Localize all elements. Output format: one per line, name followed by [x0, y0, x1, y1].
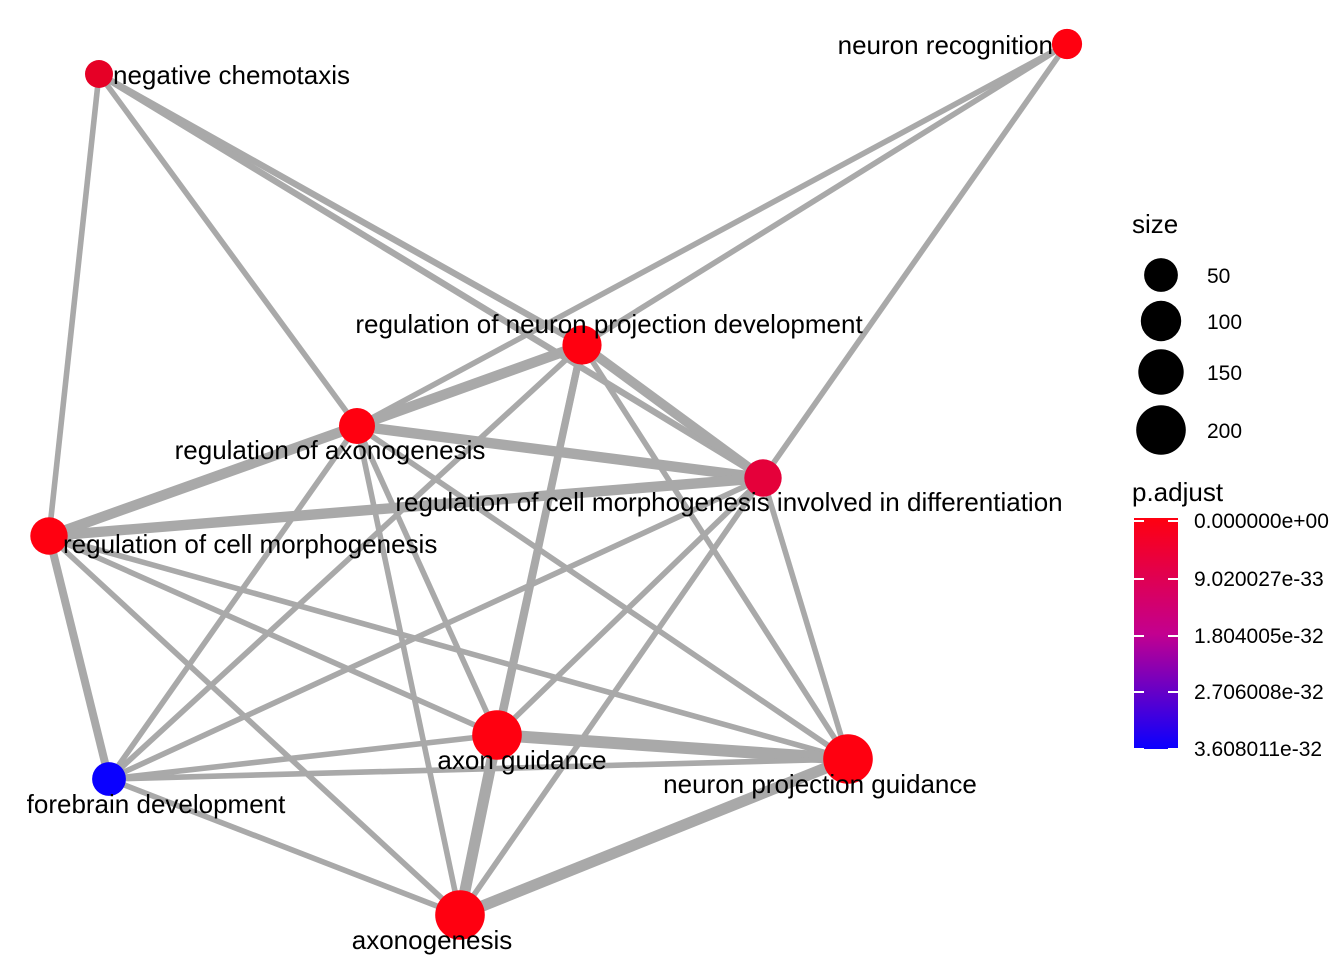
node-axonogenesis: [435, 890, 485, 940]
color-legend: p.adjust 0.000000e+00 9.020027e-33 1.80400…: [1132, 477, 1329, 761]
node-axon_guidance: [472, 710, 522, 760]
edge-axonogenesis-forebrain_dev: [107, 776, 462, 918]
color-legend-title: p.adjust: [1132, 477, 1224, 507]
node-label-axonogenesis: axonogenesis: [352, 925, 512, 955]
edge-reg_neuron_proj_dev-reg_cell_morph_diff: [579, 341, 766, 482]
edge-reg_cell_morph_diff-neuron_proj_guidance: [760, 477, 851, 760]
node-reg_cell_morph: [30, 517, 68, 555]
node-forebrain_dev: [92, 762, 126, 796]
edge-negative_chemotaxis-reg_axonogenesis: [96, 72, 360, 428]
edge-reg_neuron_proj_dev-reg_axonogenesis: [355, 340, 584, 431]
node-label-forebrain_dev: forebrain development: [27, 789, 286, 819]
size-legend-label: 150: [1207, 362, 1242, 385]
edge-reg_cell_morph-forebrain_dev: [45, 535, 113, 780]
node-label-reg_neuron_proj_dev: regulation of neuron projection developm…: [355, 309, 863, 339]
edge-reg_cell_morph_diff-forebrain_dev: [107, 475, 765, 782]
edge-neuron_proj_guidance-axonogenesis: [457, 753, 851, 921]
node-label-reg_axonogenesis: regulation of axonogenesis: [175, 435, 486, 465]
edge-neuron_proj_guidance-forebrain_dev: [108, 756, 849, 782]
labels-layer: negative chemotaxis neuron recognition reg…: [27, 30, 1063, 955]
edge-axon_guidance-axonogenesis: [454, 733, 503, 917]
size-legend-title: size: [1132, 209, 1178, 239]
edge-reg_cell_morph_diff-axon_guidance: [495, 475, 765, 738]
edge-reg_cell_morph_diff-axonogenesis: [457, 476, 766, 917]
edge-reg_cell_morph-axon_guidance: [47, 533, 499, 738]
size-legend-label: 100: [1207, 311, 1242, 334]
color-legend-label: 0.000000e+00: [1194, 510, 1329, 533]
edges-layer: [45, 41, 1070, 921]
edge-reg_axonogenesis-neuron_proj_guidance: [355, 423, 850, 762]
node-neuron_recognition: [1051, 28, 1083, 60]
node-negative_chemotaxis: [85, 60, 113, 88]
edge-axon_guidance-forebrain_dev: [108, 732, 498, 782]
edge-neuron_recognition-reg_neuron_proj_dev: [580, 41, 1069, 348]
node-neuron_proj_guidance: [823, 734, 873, 784]
edge-neuron_recognition-reg_cell_morph_diff: [760, 42, 1070, 480]
size-legend-circle: [1138, 349, 1184, 395]
nodes-layer: [30, 28, 1083, 940]
edge-negative_chemotaxis-reg_neuron_proj_dev: [97, 71, 584, 348]
edge-negative_chemotaxis-reg_cell_morph: [46, 73, 102, 537]
color-legend-label: 9.020027e-33: [1194, 568, 1324, 591]
size-legend: size 50 100 150 200: [1132, 209, 1242, 455]
node-label-reg_cell_morph_diff: regulation of cell morphogenesis involve…: [395, 487, 1062, 517]
node-reg_axonogenesis: [339, 408, 375, 444]
node-label-negative_chemotaxis: negative chemotaxis: [113, 60, 350, 90]
edge-axon_guidance-neuron_proj_guidance: [496, 729, 849, 765]
size-legend-circle: [1144, 258, 1178, 292]
node-label-axon_guidance: axon guidance: [437, 745, 606, 775]
node-reg_neuron_proj_dev: [562, 325, 602, 365]
edge-reg_axonogenesis-reg_cell_morph: [47, 421, 359, 541]
node-reg_cell_morph_diff: [744, 459, 782, 497]
size-legend-label: 50: [1207, 265, 1230, 288]
color-legend-label: 1.804005e-32: [1194, 625, 1324, 648]
edge-reg_axonogenesis-forebrain_dev: [106, 424, 360, 781]
size-legend-label: 200: [1207, 420, 1242, 443]
node-label-neuron_recognition: neuron recognition: [838, 30, 1053, 60]
edge-reg_axonogenesis-reg_cell_morph_diff: [356, 420, 764, 484]
size-legend-circle: [1136, 405, 1186, 455]
node-label-reg_cell_morph: regulation of cell morphogenesis: [63, 529, 437, 559]
edge-reg_cell_morph-axonogenesis: [47, 533, 462, 918]
size-legend-circle: [1140, 300, 1182, 342]
edge-negative_chemotaxis-reg_cell_morph_diff: [97, 71, 765, 481]
edge-reg_cell_morph-neuron_proj_guidance: [48, 533, 849, 762]
color-bar: [1134, 518, 1178, 749]
edge-neuron_recognition-reg_axonogenesis: [355, 41, 1069, 429]
color-legend-label: 3.608011e-32: [1194, 738, 1322, 761]
color-legend-label: 2.706008e-32: [1194, 681, 1324, 704]
edge-reg_axonogenesis-axon_guidance: [354, 424, 500, 737]
node-label-neuron_proj_guidance: neuron projection guidance: [663, 769, 977, 799]
edge-reg_neuron_proj_dev-forebrain_dev: [107, 342, 584, 782]
edge-reg_cell_morph_diff-reg_cell_morph: [48, 472, 764, 542]
